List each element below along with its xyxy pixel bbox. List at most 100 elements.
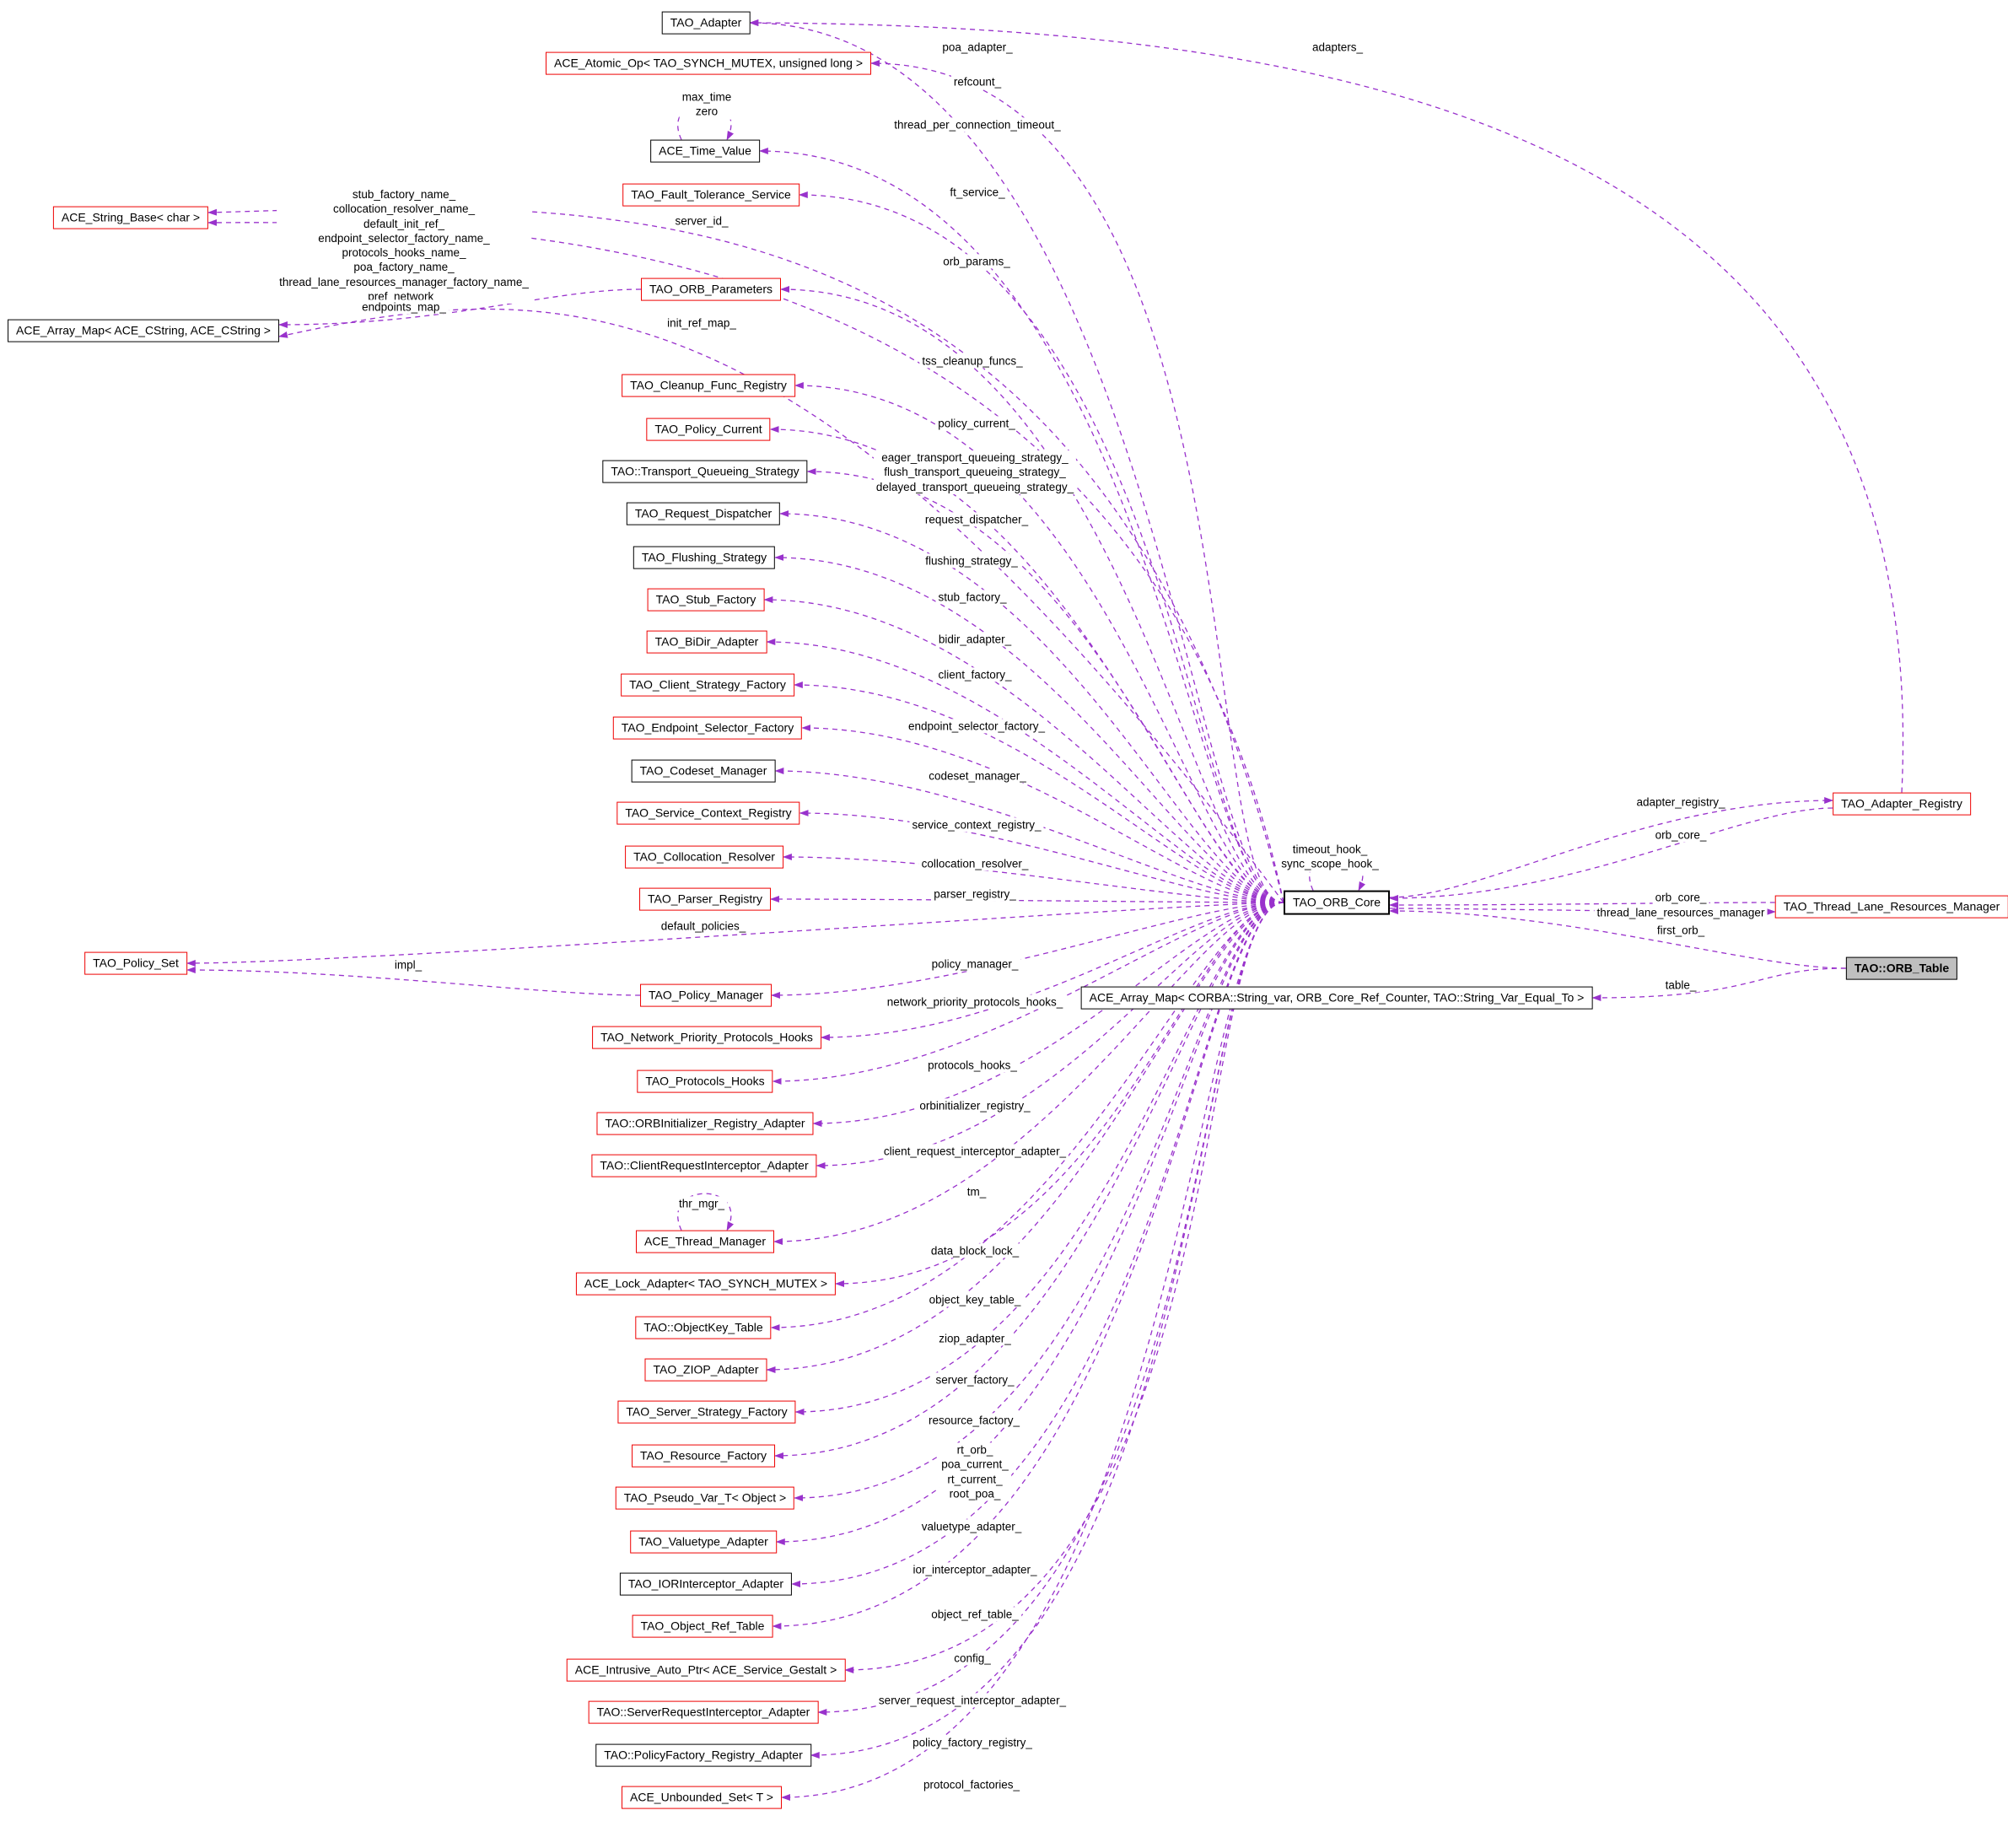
edge-orb_core-to-object_ref_table [772, 902, 1284, 1630]
class-node-endpoint_selector[interactable]: TAO_Endpoint_Selector_Factory [612, 716, 803, 740]
edge-orb_core-to-network_priority [820, 902, 1284, 1041]
edge-member-label: collocation_resolver_ [918, 856, 1031, 871]
edge-orb_core-to-transport_queueing [806, 468, 1284, 903]
edge-member-label: orb_core_ [1652, 890, 1709, 905]
class-node-orb_core[interactable]: TAO_ORB_Core [1284, 890, 1390, 915]
class-node-array_map_corba[interactable]: ACE_Array_Map< CORBA::String_var, ORB_Co… [1080, 986, 1593, 1010]
edge-adapter_registry-to-tao_adapter [749, 19, 1904, 793]
edge-member-label: thread_per_connection_timeout_ [891, 117, 1063, 132]
edge-member-label: data_block_lock_ [928, 1243, 1022, 1258]
edge-orb_core-to-unbounded_set [780, 902, 1284, 1801]
edge-member-label: init_ref_map_ [665, 315, 739, 331]
class-node-string_base[interactable]: ACE_String_Base< char > [52, 206, 209, 229]
edge-member-label: stub_factory_name_ collocation_resolver_… [277, 186, 531, 304]
class-node-ior_interceptor[interactable]: TAO_IORInterceptor_Adapter [619, 1572, 793, 1596]
edge-member-label: orb_params_ [940, 254, 1013, 269]
edge-member-label: adapters_ [1309, 40, 1366, 55]
class-node-tao_adapter[interactable]: TAO_Adapter [661, 11, 751, 35]
edge-member-label: table_ [1662, 978, 1699, 993]
edge-orb_core-to-thread_manager [773, 902, 1284, 1245]
edge-member-label: impl_ [391, 957, 425, 972]
edge-orb_core-to-client_request_interceptor [816, 902, 1284, 1169]
class-node-intrusive_auto_ptr[interactable]: ACE_Intrusive_Auto_Ptr< ACE_Service_Gest… [566, 1658, 846, 1682]
class-node-time_value[interactable]: ACE_Time_Value [650, 139, 760, 163]
class-node-parser_registry[interactable]: TAO_Parser_Registry [639, 887, 771, 911]
class-node-lock_adapter[interactable]: ACE_Lock_Adapter< TAO_SYNCH_MUTEX > [575, 1272, 837, 1296]
edge-orb_core-to-policyfactory_registry [810, 902, 1284, 1759]
edge-orb_core-to-intrusive_auto_ptr [844, 902, 1284, 1673]
edge-orb_core-to-adapter_registry [1389, 797, 1834, 898]
class-node-cleanup_func[interactable]: TAO_Cleanup_Func_Registry [622, 374, 795, 397]
edge-member-label: object_key_table_ [926, 1292, 1024, 1307]
edge-member-label: service_context_registry_ [909, 817, 1044, 832]
edge-orb_table-to-array_map_corba [1591, 967, 1846, 1001]
class-node-flushing_strategy[interactable]: TAO_Flushing_Strategy [633, 546, 776, 569]
edge-member-label: timeout_hook_ sync_scope_hook_ [1279, 842, 1381, 872]
edge-member-label: config_ [951, 1651, 993, 1666]
class-node-adapter_registry[interactable]: TAO_Adapter_Registry [1833, 792, 1971, 816]
edge-member-label: network_priority_protocols_hooks_ [884, 994, 1066, 1010]
class-node-orb_table[interactable]: TAO::ORB_Table [1845, 956, 1958, 980]
class-node-thread_lane[interactable]: TAO_Thread_Lane_Resources_Manager [1774, 895, 2008, 919]
edge-member-label: poa_adapter_ [939, 40, 1015, 55]
edge-member-label: ior_interceptor_adapter_ [910, 1562, 1040, 1577]
class-node-collocation_resolver[interactable]: TAO_Collocation_Resolver [625, 845, 783, 869]
class-node-client_strategy[interactable]: TAO_Client_Strategy_Factory [621, 673, 794, 697]
class-node-service_context[interactable]: TAO_Service_Context_Registry [616, 801, 800, 825]
class-node-bidir_adapter[interactable]: TAO_BiDir_Adapter [646, 630, 767, 654]
edge-orb_core-to-parser_registry [769, 896, 1284, 903]
edge-member-label: endpoints_map_ [359, 299, 449, 315]
edge-member-label: server_factory_ [933, 1372, 1017, 1387]
edge-member-label: codeset_manager_ [926, 768, 1029, 784]
edge-member-label: policy_factory_registry_ [910, 1735, 1035, 1750]
edge-member-label: parser_registry_ [931, 886, 1019, 902]
class-node-policy_set[interactable]: TAO_Policy_Set [84, 951, 187, 975]
class-node-ziop_adapter[interactable]: TAO_ZIOP_Adapter [644, 1358, 767, 1382]
edge-member-label: thr_mgr_ [676, 1196, 728, 1211]
edge-member-label: max_time zero [679, 89, 735, 120]
class-node-policyfactory_registry[interactable]: TAO::PolicyFactory_Registry_Adapter [595, 1743, 811, 1767]
edge-orb_core-to-client_strategy [793, 682, 1284, 903]
edge-member-label: orbinitializer_registry_ [917, 1098, 1033, 1113]
class-node-request_dispatcher[interactable]: TAO_Request_Dispatcher [626, 502, 781, 525]
edge-orb_core-to-ziop_adapter [766, 902, 1284, 1373]
edge-orb_core-to-fault_tolerance [798, 191, 1284, 903]
class-node-resource_factory[interactable]: TAO_Resource_Factory [632, 1444, 775, 1468]
edge-orb_core-to-resource_factory [773, 902, 1284, 1459]
class-node-client_request_interceptor[interactable]: TAO::ClientRequestInterceptor_Adapter [591, 1154, 817, 1177]
edge-member-label: orb_core_ [1652, 827, 1709, 843]
class-node-protocols_hooks[interactable]: TAO_Protocols_Hooks [637, 1069, 773, 1093]
edge-orb_core-to-request_dispatcher [779, 510, 1284, 903]
edge-member-label: bidir_adapter_ [935, 632, 1015, 647]
class-node-server_strategy[interactable]: TAO_Server_Strategy_Factory [617, 1400, 796, 1424]
edge-member-label: resource_factory_ [925, 1413, 1023, 1428]
class-node-object_ref_table[interactable]: TAO_Object_Ref_Table [632, 1614, 773, 1638]
class-node-server_request_interceptor[interactable]: TAO::ServerRequestInterceptor_Adapter [588, 1700, 819, 1724]
class-node-codeset_manager[interactable]: TAO_Codeset_Manager [631, 759, 776, 783]
class-node-stub_factory[interactable]: TAO_Stub_Factory [647, 588, 765, 612]
class-node-orb_params[interactable]: TAO_ORB_Parameters [640, 277, 782, 301]
edge-member-label: protocol_factories_ [920, 1777, 1023, 1792]
edge-member-label: protocols_hooks_ [925, 1058, 1020, 1073]
class-node-array_map_cstring[interactable]: ACE_Array_Map< ACE_CString, ACE_CString … [8, 319, 279, 342]
class-node-transport_queueing[interactable]: TAO::Transport_Queueing_Strategy [602, 460, 808, 483]
edge-member-label: object_ref_table_ [929, 1607, 1021, 1622]
class-node-policy_current[interactable]: TAO_Policy_Current [646, 418, 771, 441]
class-node-policy_manager[interactable]: TAO_Policy_Manager [640, 983, 772, 1007]
class-node-thread_manager[interactable]: ACE_Thread_Manager [636, 1230, 774, 1253]
class-node-pseudo_var[interactable]: TAO_Pseudo_Var_T< Object > [615, 1486, 795, 1510]
edge-orb_core-to-endpoint_selector [801, 725, 1284, 903]
class-node-orbinitializer_registry[interactable]: TAO::ORBInitializer_Registry_Adapter [596, 1112, 814, 1135]
edge-member-label: flushing_strategy_ [923, 553, 1020, 568]
class-node-network_priority[interactable]: TAO_Network_Priority_Protocols_Hooks [592, 1026, 821, 1049]
edge-member-label: tm_ [964, 1184, 989, 1199]
edge-member-label: policy_current_ [935, 416, 1018, 431]
class-node-fault_tolerance[interactable]: TAO_Fault_Tolerance_Service [622, 183, 799, 207]
edge-adapter_registry-to-orb_core [1389, 807, 1833, 902]
class-node-atomic_op[interactable]: ACE_Atomic_Op< TAO_SYNCH_MUTEX, unsigned… [546, 51, 871, 75]
edge-orb_core-to-lock_adapter [835, 902, 1284, 1287]
edge-member-label: policy_manager_ [929, 956, 1021, 972]
class-node-valuetype_adapter[interactable]: TAO_Valuetype_Adapter [630, 1530, 777, 1554]
class-node-objectkey_table[interactable]: TAO::ObjectKey_Table [635, 1316, 772, 1339]
class-node-unbounded_set[interactable]: ACE_Unbounded_Set< T > [622, 1786, 782, 1809]
